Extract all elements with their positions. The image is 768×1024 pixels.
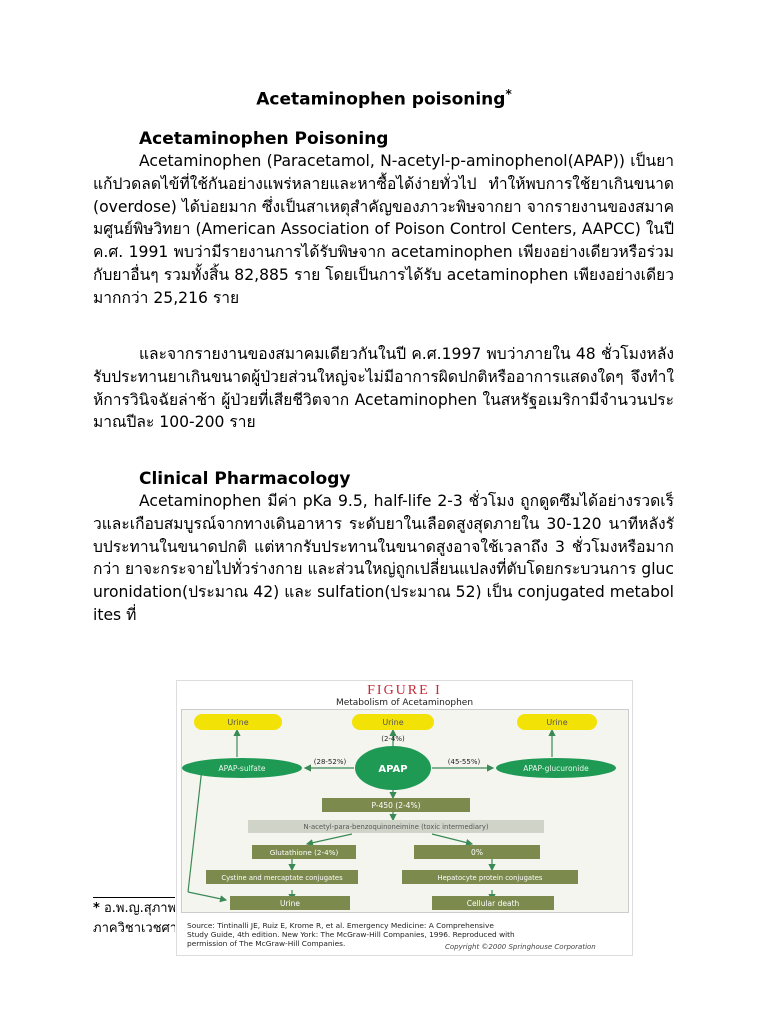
urine-bottom-label: Urine <box>280 899 300 908</box>
footnote-rule <box>93 897 175 898</box>
document-title: Acetaminophen poisoning* <box>0 87 768 110</box>
cystine-box <box>206 870 358 884</box>
apap-sulfate-node <box>182 758 302 778</box>
apap-sulfate-label: APAP-sulfate <box>219 764 266 773</box>
zero-pct-box <box>414 845 540 859</box>
urine-left-label: Urine <box>227 718 248 727</box>
paragraph-pharmacology: Acetaminophen มีค่า pKa 9.5, half-life 2… <box>93 490 674 627</box>
figure-source: Source: Tintinalli JE, Ruiz E, Krome R, … <box>187 921 515 948</box>
napqi-label: N-acetyl-para-benzoquinoneimine (toxic i… <box>303 823 488 831</box>
paragraph-pharmacology-text: Acetaminophen มีค่า pKa 9.5, half-life 2… <box>93 492 674 624</box>
p450-label: P-450 (2-4%) <box>372 801 421 810</box>
metabolism-figure: FIGURE I Metabolism of Acetaminophen <box>176 680 633 956</box>
hepatocyte-box <box>402 870 578 884</box>
apap-glucuronide-label: APAP-glucuronide <box>523 764 589 773</box>
pct-gluc-label: (45-55%) <box>448 758 481 766</box>
napqi-box <box>248 820 544 833</box>
p450-box <box>322 798 470 812</box>
diagram-arrows <box>187 728 556 903</box>
glutathione-label: Glutathione (2-4%) <box>270 848 339 857</box>
footnote-line-2: ภาควิชาเวชศาสตร์ <box>93 921 175 936</box>
cystine-label: Cystine and mercaptate conjugates <box>221 874 343 882</box>
paragraph-intro: Acetaminophen (Paracetamol, N-acetyl-p-a… <box>93 150 674 310</box>
metabolism-diagram: Urine Urine Urine (2-4%) APAP-sulfate (2… <box>181 709 629 913</box>
pct-center-label: (2-4%) <box>381 735 405 743</box>
urine-center-box <box>352 714 434 730</box>
apap-label: APAP <box>378 764 407 775</box>
zero-pct-label: 0% <box>471 848 483 857</box>
urine-right-label: Urine <box>546 718 567 727</box>
section-heading-poisoning: Acetaminophen Poisoning <box>139 129 389 149</box>
section-heading-pharmacology: Clinical Pharmacology <box>139 469 351 489</box>
urine-left-box <box>194 714 282 730</box>
figure-copyright: Copyright ©2000 Springhouse Corporation <box>445 943 596 951</box>
apap-glucuronide-node <box>496 758 616 778</box>
footnote-mark: * <box>93 901 100 916</box>
figure-title: FIGURE I <box>367 683 442 698</box>
urine-right-box <box>517 714 597 730</box>
pct-sulfate-label: (28-52%) <box>314 758 347 766</box>
cellular-death-label: Cellular death <box>467 899 520 908</box>
paragraph-aapcc-text: และจากรายงานของสมาคมเดียวกันในปี ค.ศ.199… <box>93 345 674 432</box>
metabolism-diagram-svg: Urine Urine Urine (2-4%) APAP-sulfate (2… <box>182 714 616 910</box>
footnote-line-1: * อ.พ.ญ.สุภาพร <box>93 899 175 919</box>
apap-node <box>355 746 431 790</box>
title-footnote-mark: * <box>505 87 512 101</box>
cellular-death-box <box>432 896 554 910</box>
urine-bottom-box <box>230 896 350 910</box>
hepatocyte-label: Hepatocyte protein conjugates <box>438 874 543 882</box>
footnote-author: อ.พ.ญ.สุภาพร <box>103 901 175 916</box>
urine-center-label: Urine <box>382 718 403 727</box>
paragraph-aapcc: และจากรายงานของสมาคมเดียวกันในปี ค.ศ.199… <box>93 343 674 434</box>
paragraph-intro-text: Acetaminophen (Paracetamol, N-acetyl-p-a… <box>93 152 674 307</box>
figure-subtitle: Metabolism of Acetaminophen <box>335 698 474 708</box>
glutathione-box <box>252 845 356 859</box>
title-text: Acetaminophen poisoning <box>256 89 506 110</box>
